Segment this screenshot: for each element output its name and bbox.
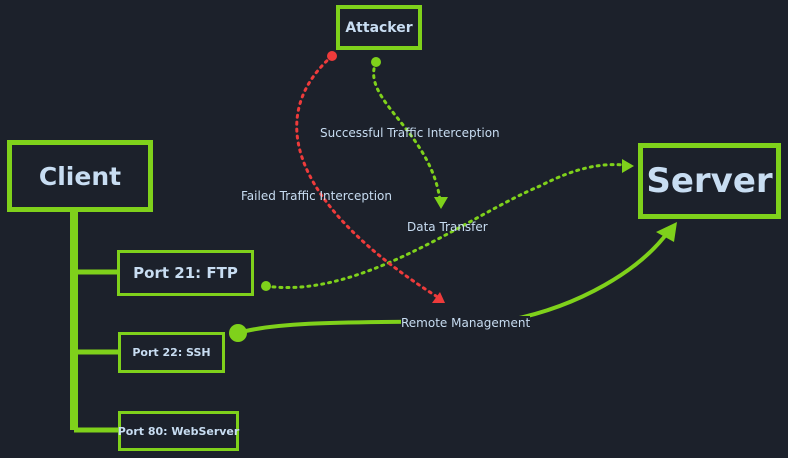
failed-interception-label: Failed Traffic Interception bbox=[241, 189, 392, 203]
port80-node: Port 80: WebServer bbox=[118, 411, 239, 451]
remote-arrowhead bbox=[656, 222, 677, 242]
client-node: Client bbox=[7, 140, 153, 212]
failed-arrowhead bbox=[432, 292, 445, 303]
data-transfer-path bbox=[264, 163, 626, 289]
server-node: Server bbox=[638, 143, 781, 219]
attacker-node: Attacker bbox=[336, 5, 422, 50]
remote-management-label: Remote Management bbox=[401, 316, 531, 330]
port21-node: Port 21: FTP bbox=[117, 250, 254, 296]
port22-node: Port 22: SSH bbox=[118, 332, 225, 373]
data-transfer-label: Data Transfer bbox=[407, 220, 488, 234]
data-arrowhead bbox=[622, 159, 634, 173]
successful-interception-label: Successful Traffic Interception bbox=[320, 126, 500, 140]
success-interception-path bbox=[372, 60, 442, 202]
failed-interception-path bbox=[295, 54, 438, 298]
success-arrowhead bbox=[434, 197, 448, 209]
